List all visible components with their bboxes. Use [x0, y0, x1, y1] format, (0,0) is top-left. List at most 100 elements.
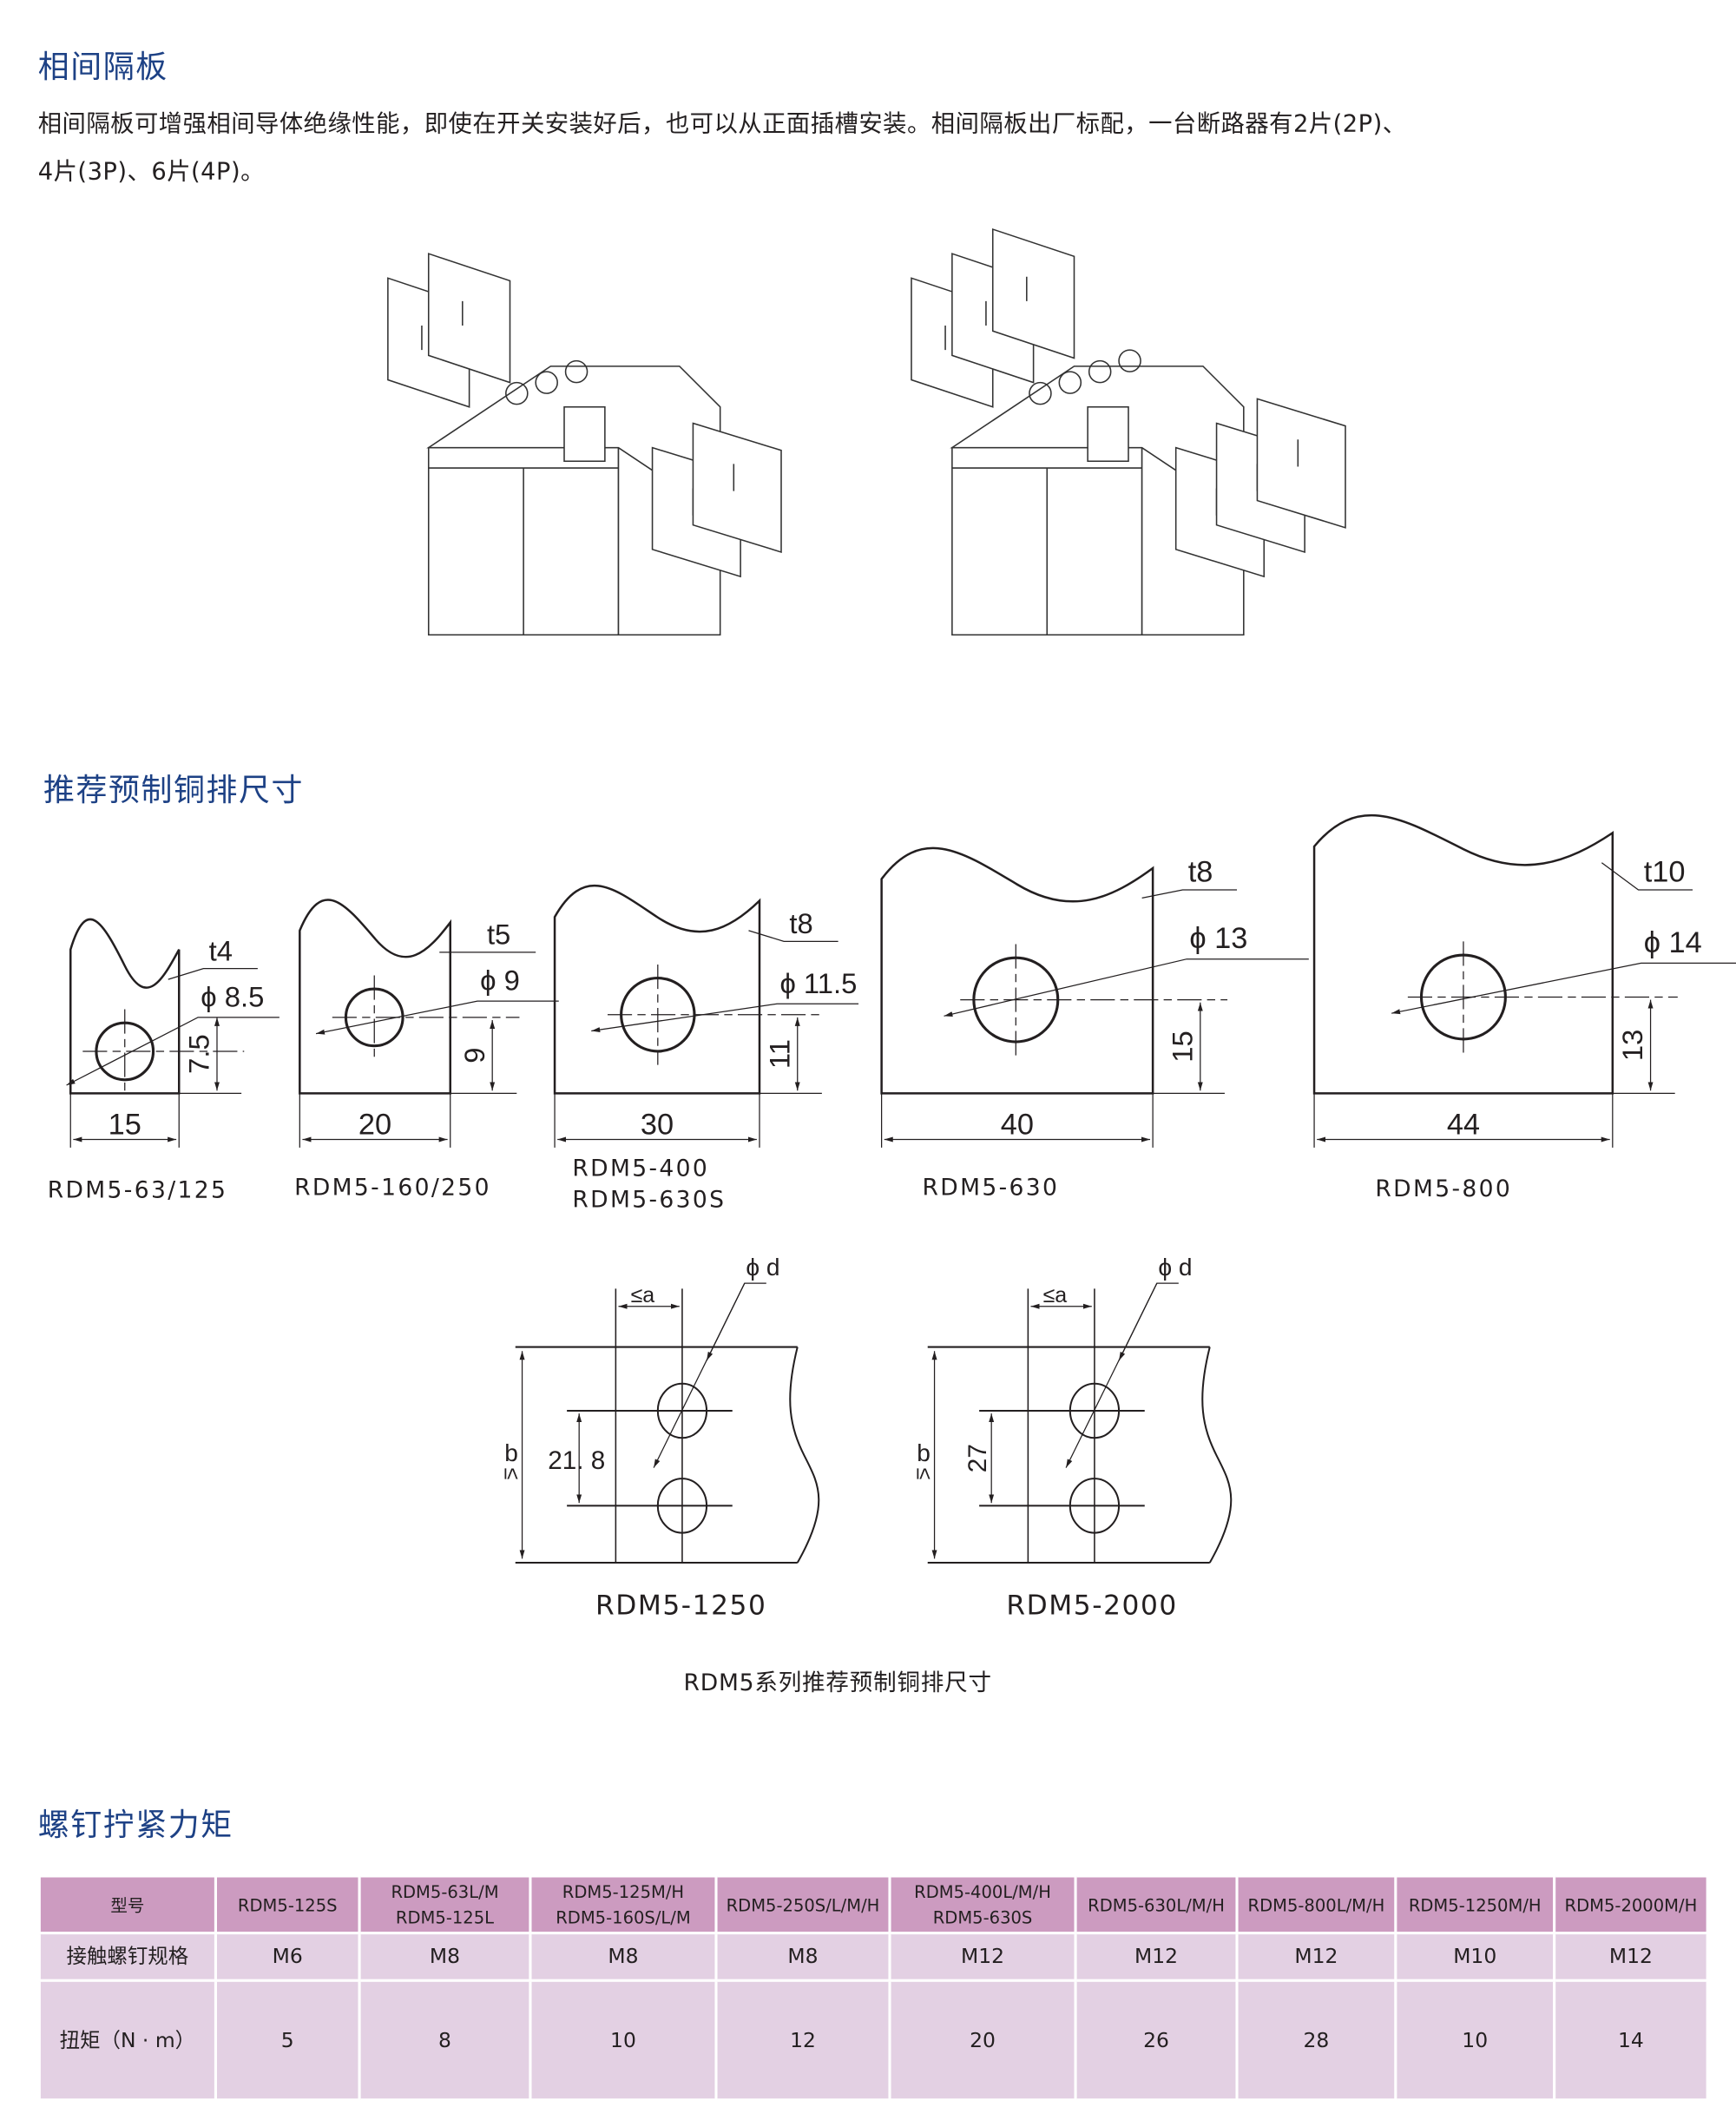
table-cell: 5 — [214, 1979, 361, 2102]
table-cell: 26 — [1074, 1979, 1239, 2102]
breaker-with-phase-barriers-illustration — [387, 253, 782, 636]
table-cell: M8 — [529, 1932, 718, 1982]
busbar-drawing: t4 ϕ 8.5 15 7.5 — [66, 918, 279, 1148]
busbar-drawing: t8 ϕ 11.5 30 11 — [553, 884, 859, 1148]
table-cell: M12 — [888, 1932, 1077, 1982]
dimension-label: 9 — [458, 1048, 490, 1064]
dimension-label: 20 — [358, 1108, 391, 1141]
busbar-drawing: t8 ϕ 13 40 15 — [880, 846, 1309, 1148]
figure-caption: RDM5系列推荐预制铜排尺寸 — [683, 1669, 992, 1697]
dimension-label: t10 — [1644, 856, 1686, 889]
header-cell-text: RDM5-800L/M/H — [1247, 1894, 1385, 1915]
double-busbar-model-label: RDM5-2000 — [1006, 1588, 1178, 1622]
dimension-label: 27 — [963, 1444, 992, 1472]
dimension-label: 15 — [108, 1108, 141, 1141]
dimension-label: ϕ d — [1158, 1254, 1192, 1281]
table-cell: M10 — [1394, 1932, 1556, 1982]
dimension-label: t8 — [789, 907, 812, 939]
dimension-label: ≤a — [1043, 1283, 1068, 1307]
header-cell-text: RDM5-160S/L/M — [556, 1906, 691, 1928]
busbar-model-label: RDM5-160/250 — [294, 1175, 491, 1202]
table-cell: 28 — [1235, 1979, 1397, 2102]
busbar-model-label: RDM5-400 — [572, 1156, 710, 1183]
header-cell: RDM5-800L/M/H — [1235, 1874, 1397, 1935]
dimension-label: 13 — [1616, 1030, 1648, 1061]
dimension-label: ≤a — [631, 1283, 655, 1307]
dimension-label: ϕ 11.5 — [779, 967, 857, 999]
busbar-model-label: RDM5-630S — [572, 1187, 727, 1215]
busbar-outline — [1312, 813, 1614, 1095]
table-cell: M6 — [214, 1932, 361, 1982]
table-cell: M12 — [1074, 1932, 1239, 1982]
header-cell-text: RDM5-630L/M/H — [1088, 1894, 1225, 1915]
dimension-label: 7.5 — [183, 1034, 215, 1074]
dimension-label: b — [917, 1439, 930, 1466]
breaker-with-phase-barriers-illustration — [911, 227, 1346, 636]
header-cell: RDM5-125M/H RDM5-160S/L/M — [529, 1874, 718, 1935]
table-cell: M12 — [1235, 1932, 1397, 1982]
header-cell-text: RDM5-2000M/H — [1564, 1894, 1698, 1915]
row-label-cell: 扭矩（N · m） — [37, 1979, 217, 2102]
table-cell: M8 — [714, 1932, 891, 1982]
header-cell: RDM5-400L/M/H RDM5-630S — [888, 1874, 1077, 1935]
dimension-label: ϕ 8.5 — [201, 980, 264, 1012]
dimension-label: 21. 8 — [548, 1446, 605, 1475]
busbar-model-label: RDM5-630 — [922, 1175, 1060, 1202]
dimension-label: ≤ — [911, 1468, 936, 1480]
table-cell: 12 — [714, 1979, 891, 2102]
table-cell: 20 — [888, 1979, 1077, 2102]
table-header-row: 型号 RDM5-125S RDM5-63L/M RDM5-125L RDM5-125M/… — [37, 1874, 1709, 1935]
torque-table: 型号 RDM5-125S RDM5-63L/M RDM5-125L RDM5-125M/… — [37, 1874, 1709, 2102]
busbar-model-label: RDM5-63/125 — [47, 1177, 228, 1205]
header-cell-text: RDM5-125S — [237, 1894, 338, 1915]
header-cell: RDM5-630L/M/H — [1074, 1874, 1239, 1935]
header-cell: RDM5-63L/M RDM5-125L — [358, 1874, 532, 1935]
header-cell-text: RDM5-250S/L/M/H — [726, 1894, 880, 1915]
double-busbar-model-label: RDM5-1250 — [595, 1588, 767, 1622]
section-title-busbar-size: 推荐预制铜排尺寸 — [43, 773, 304, 809]
table-cell: 8 — [358, 1979, 532, 2102]
row-label-cell: 接触螺钉规格 — [37, 1932, 217, 1982]
busbar-outline — [553, 884, 761, 1095]
dimension-label: t4 — [209, 934, 233, 966]
dimension-label: 30 — [641, 1108, 674, 1141]
dimension-label: 40 — [1001, 1108, 1034, 1141]
busbar-outline — [299, 899, 451, 1095]
busbar-outline — [880, 846, 1154, 1095]
header-cell: RDM5-125S — [214, 1874, 361, 1935]
table-cell: 14 — [1553, 1979, 1709, 2102]
table-cell: 10 — [529, 1979, 718, 2102]
header-cell-text: RDM5-400L/M/H — [914, 1881, 1051, 1902]
busbar-model-label: RDM5-800 — [1375, 1175, 1513, 1203]
table-cell: M12 — [1553, 1932, 1709, 1982]
header-cell-model: 型号 — [37, 1874, 217, 1935]
header-cell-text: RDM5-63L/M — [391, 1881, 499, 1902]
dimension-label: t8 — [1188, 856, 1213, 889]
dimension-label: ϕ d — [746, 1254, 779, 1281]
dimension-label: 44 — [1447, 1108, 1480, 1141]
header-cell-text: RDM5-125M/H — [562, 1881, 685, 1902]
header-cell-text: RDM5-125L — [395, 1906, 495, 1928]
dimension-label: 11 — [763, 1039, 795, 1069]
dimension-label: 15 — [1166, 1031, 1198, 1062]
header-cell-text: 型号 — [110, 1894, 145, 1915]
header-cell-text: RDM5-630S — [932, 1906, 1033, 1928]
header-cell-text: RDM5-1250M/H — [1408, 1894, 1542, 1915]
header-cell: RDM5-1250M/H — [1394, 1874, 1556, 1935]
description-line-2: 4片(3P)、6片(4P)。 — [37, 158, 265, 187]
double-hole-busbar-drawing: ϕ d ≤a b ≤27 — [911, 1254, 1233, 1564]
dimension-label: ϕ 13 — [1189, 922, 1247, 955]
description-line-1: 相间隔板可增强相间导体绝缘性能，即使在开关安装好后，也可以从正面插槽安装。相间隔… — [37, 111, 1407, 139]
dimension-label: ≤ — [499, 1468, 523, 1480]
section-title-phase-barrier: 相间隔板 — [37, 49, 168, 86]
section-title-torque: 螺钉拧紧力矩 — [37, 1808, 233, 1844]
dimension-label: ϕ 9 — [480, 965, 520, 997]
header-cell: RDM5-2000M/H — [1553, 1874, 1709, 1935]
busbar-outline — [69, 918, 181, 1095]
double-hole-busbar-drawing: ϕ d≤ab≤21. 8 — [499, 1254, 820, 1564]
